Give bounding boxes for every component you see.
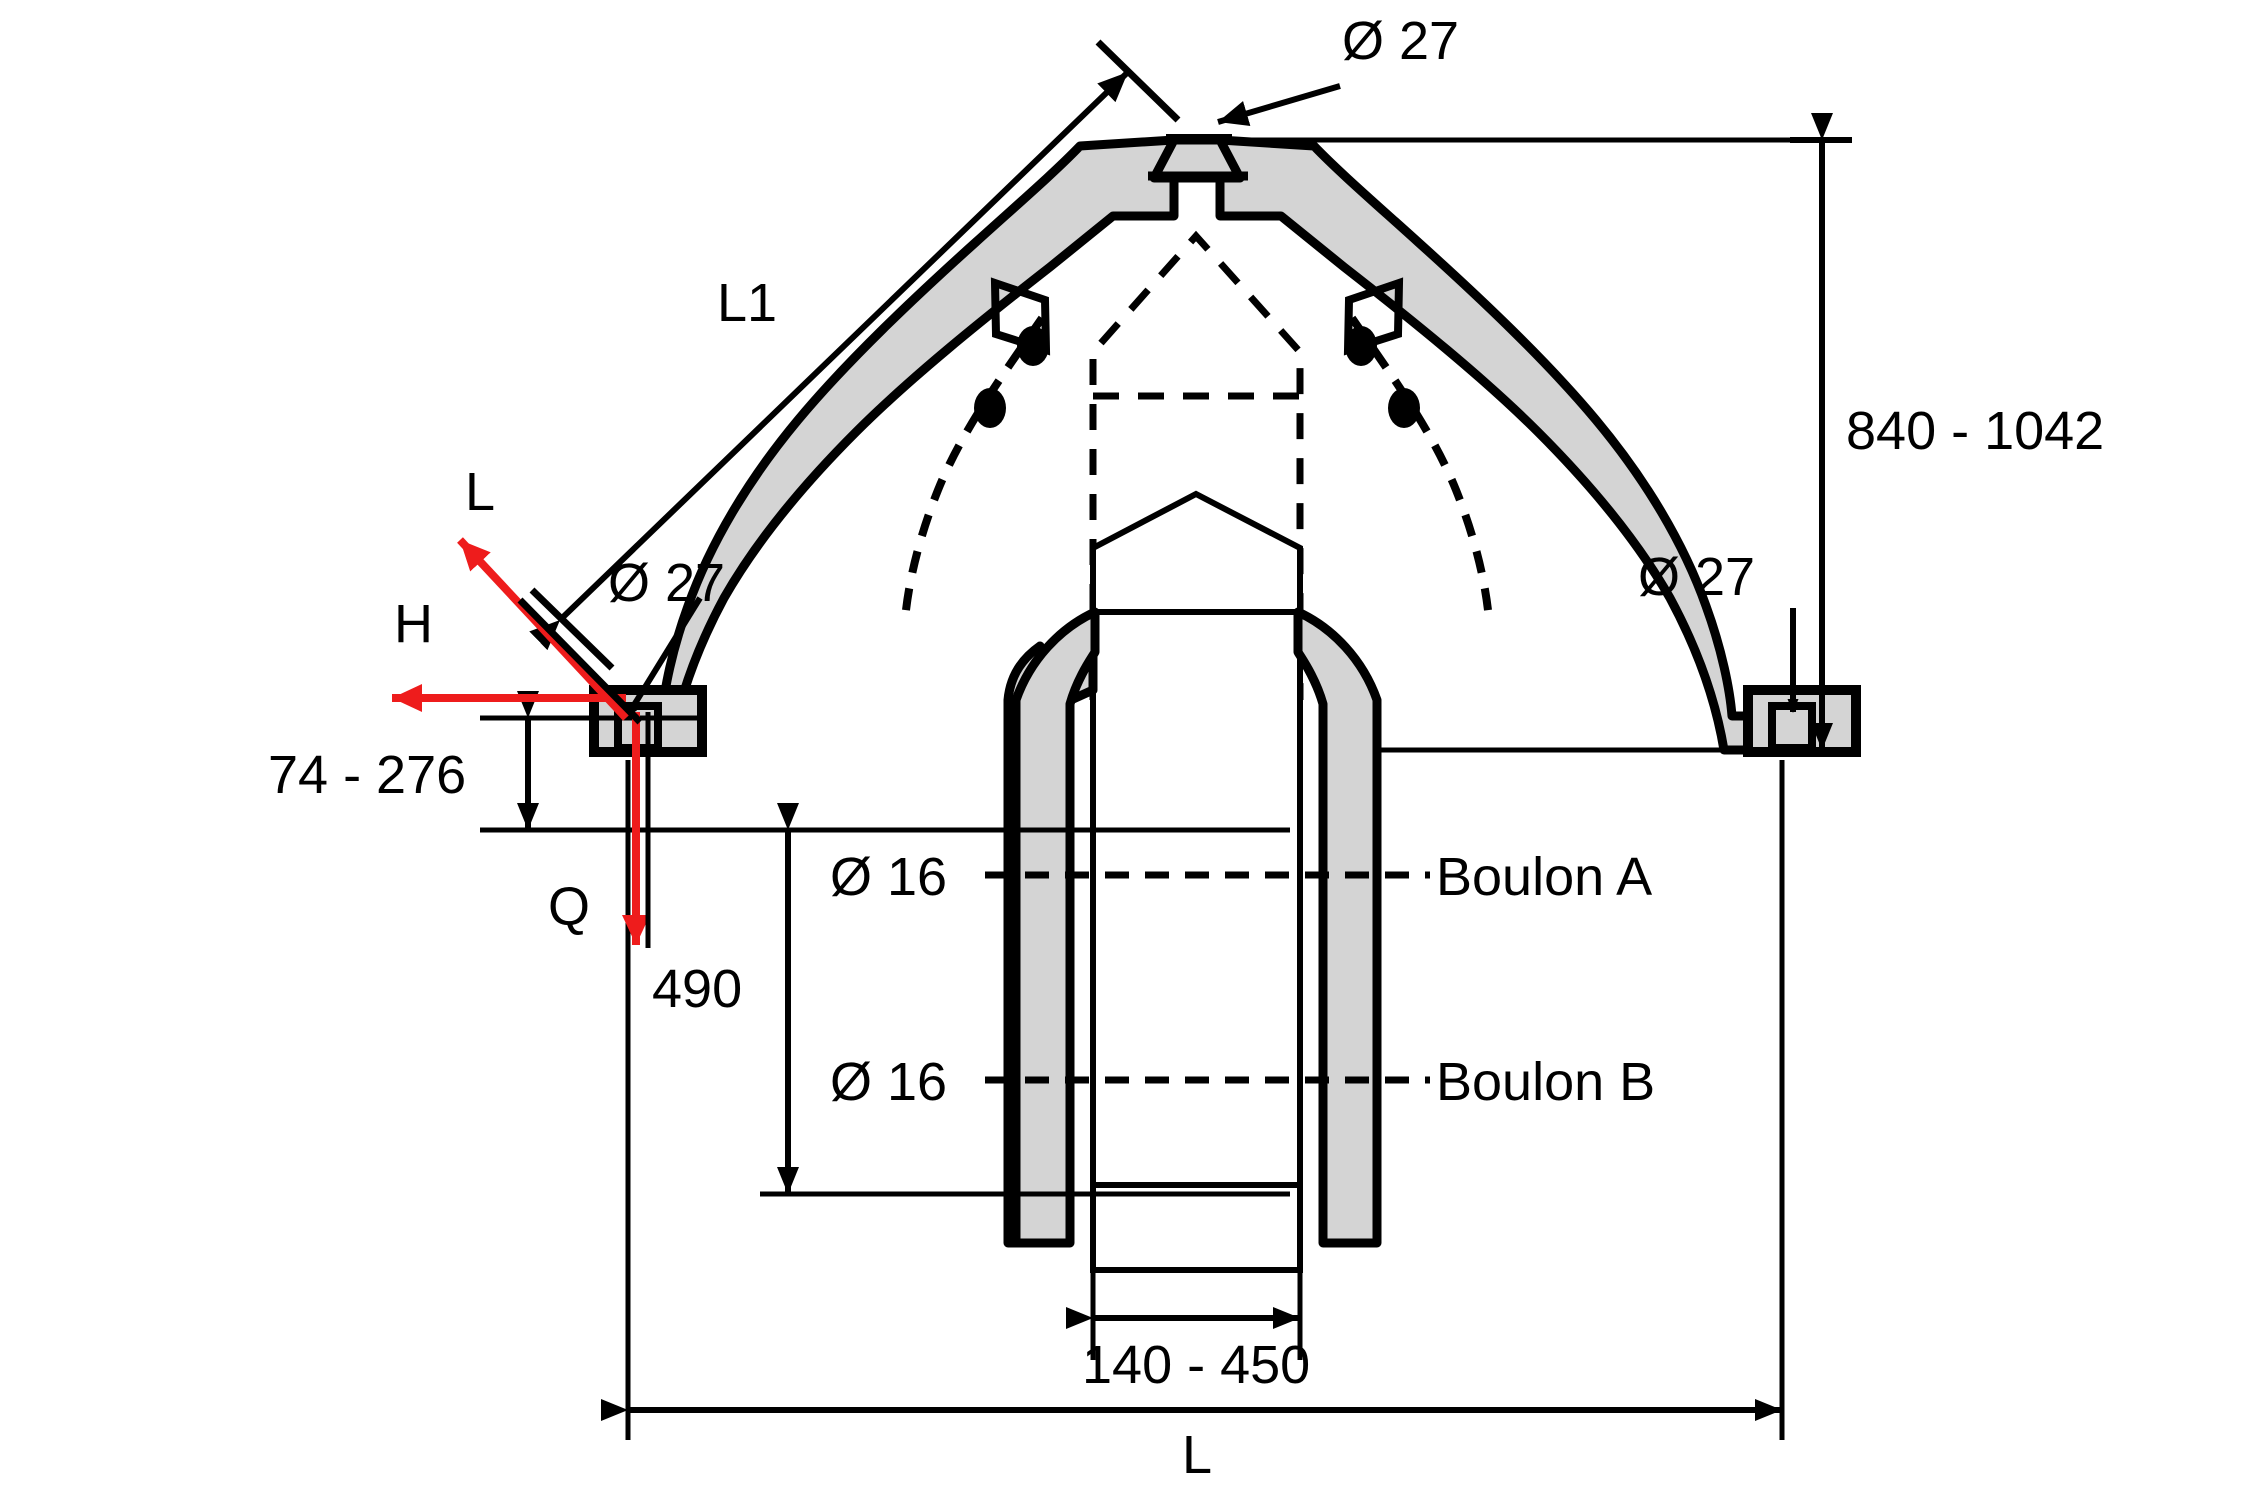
label-load-L: L — [465, 462, 496, 522]
label-right-diameter: Ø 27 — [1638, 547, 1756, 607]
right-foot-plate — [1743, 685, 1861, 757]
load-vector-L — [457, 537, 629, 721]
right-branch-grey — [1215, 135, 1795, 755]
load-vectors — [392, 537, 651, 948]
label-column-width-range: 140 - 450 — [1082, 1335, 1311, 1395]
label-height-range: 840 - 1042 — [1846, 401, 2105, 461]
label-column-height: 490 — [652, 959, 743, 1019]
visible-central-post — [1090, 490, 1303, 1273]
dim-L1-tick-bottom — [529, 587, 615, 671]
leader-top-d27 — [1217, 83, 1341, 126]
label-load-H: H — [394, 594, 433, 654]
guide-line-L — [517, 597, 643, 725]
label-arm-length: L1 — [717, 273, 778, 333]
label-left-diameter: Ø 27 — [608, 553, 726, 613]
label-load-Q: Q — [548, 877, 591, 937]
leader-left-d27 — [623, 596, 703, 720]
dimension-lines — [480, 39, 1852, 1440]
dim-L1-line — [529, 69, 1131, 651]
label-top-diameter: Ø 27 — [1342, 11, 1460, 71]
label-bolt-b-diameter: Ø 16 — [830, 1052, 948, 1112]
label-bolt-b-name: Boulon B — [1436, 1052, 1656, 1112]
right-bolt-pad — [1343, 277, 1493, 621]
label-foot-height-range: 74 - 276 — [268, 745, 467, 805]
label-bolt-a-name: Boulon A — [1436, 847, 1653, 907]
label-overall-width: L — [1182, 1425, 1213, 1485]
dim-L1-tick-top — [1095, 39, 1181, 123]
right-leg-band-simple — [1293, 607, 1382, 1248]
label-bolt-a-diameter: Ø 16 — [830, 847, 948, 907]
